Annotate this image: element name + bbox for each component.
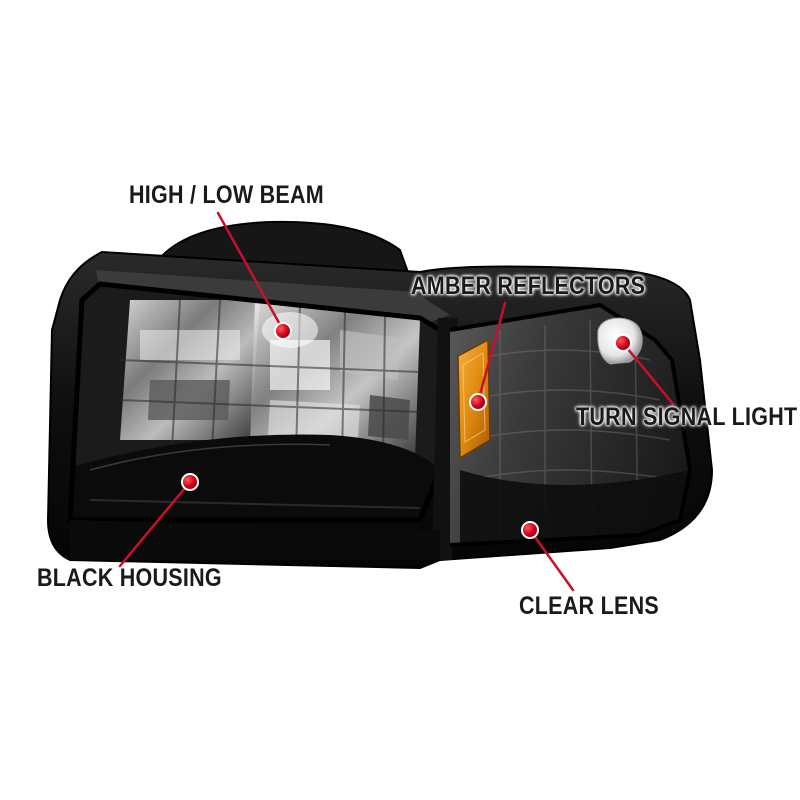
main-lens <box>70 284 440 520</box>
lens-top-rim <box>96 270 450 322</box>
leader-line-high-low-beam <box>216 211 285 332</box>
label-amber-reflectors: AMBER REFLECTORS <box>411 272 646 300</box>
label-clear-lens: CLEAR LENS <box>519 592 659 620</box>
leader-line-amber-reflectors <box>476 301 507 404</box>
leader-line-turn-signal <box>621 341 675 406</box>
leader-line-black-housing <box>118 480 192 568</box>
marker-dot-black-housing <box>181 473 199 491</box>
leader-line-clear-lens <box>528 528 575 592</box>
clear-lens <box>450 305 690 545</box>
label-high-low-beam: HIGH / LOW BEAM <box>129 181 324 209</box>
marker-dot-amber-reflectors <box>469 393 487 411</box>
marker-dot-high-low-beam <box>274 322 292 340</box>
marker-dot-clear-lens <box>521 521 539 539</box>
marker-dot-turn-signal <box>614 334 632 352</box>
high-low-beam-reflector <box>119 299 421 461</box>
label-turn-signal-light: TURN SIGNAL LIGHT <box>576 403 798 431</box>
label-black-housing: BLACK HOUSING <box>37 564 222 592</box>
lower-black-fascia <box>70 434 440 520</box>
